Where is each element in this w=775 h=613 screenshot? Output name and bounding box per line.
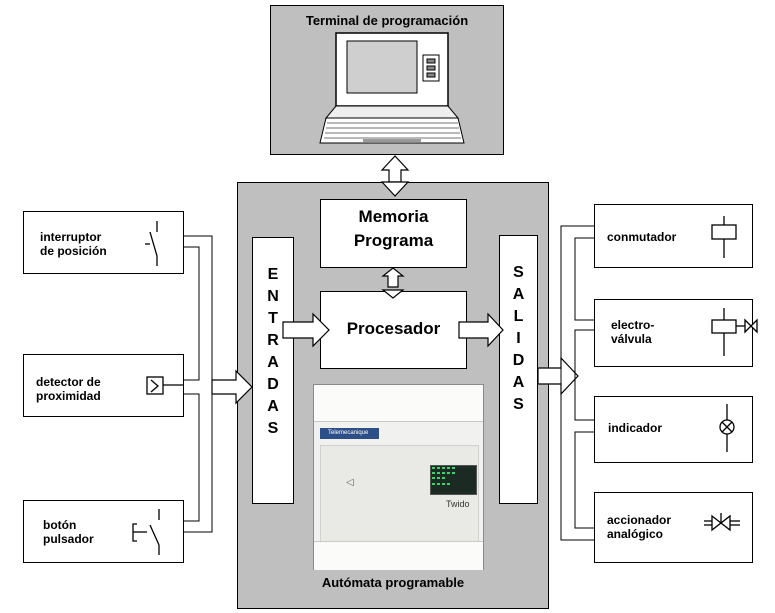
inputs-to-processor-arrow xyxy=(282,312,330,348)
memory-processor-double-arrow xyxy=(381,267,405,299)
inputs-label: E N T R A D A S xyxy=(267,266,279,437)
device-led-dots xyxy=(432,467,455,485)
output-connectors xyxy=(560,225,594,541)
push-button-symbol xyxy=(132,509,160,555)
device-led-panel xyxy=(430,465,477,495)
device-brand: Telemecanique xyxy=(328,430,369,436)
plc-title: Autómata programable xyxy=(321,575,465,590)
output-label-2-line1: electro- xyxy=(611,318,655,332)
input-label-1-line2: de posición xyxy=(40,244,107,258)
input-label-2-line1: detector de xyxy=(36,375,101,389)
output-label-1-line1: conmutador xyxy=(607,230,677,244)
outputs-bar xyxy=(499,235,538,504)
input-box-proximity-detector xyxy=(23,354,184,417)
memory-box xyxy=(320,199,467,268)
input-label-1-line1: interruptor xyxy=(40,230,102,244)
input-label-3-line1: botón xyxy=(43,518,77,532)
indicator-lamp-symbol xyxy=(719,404,735,452)
laptop-icon xyxy=(319,32,465,144)
output-label-4-line1: accionador xyxy=(607,513,672,527)
inputs-bar xyxy=(252,237,294,504)
proximity-sensor-symbol xyxy=(146,376,184,395)
input-connectors xyxy=(184,235,213,533)
plc-device-image: Telemecanique Twido ◁ xyxy=(313,384,484,570)
input-box-push-button xyxy=(23,500,184,563)
device-model: Twido xyxy=(446,499,470,509)
processor-label: Procesador xyxy=(346,319,441,338)
switch-coil-symbol xyxy=(711,216,737,258)
device-top-vent xyxy=(314,385,483,422)
processor-to-outputs-arrow xyxy=(458,312,504,348)
outputs-label: S A L I D A S xyxy=(512,264,525,413)
output-label-3-line1: indicador xyxy=(608,421,663,435)
outputs-bus-arrow xyxy=(537,356,579,396)
device-bottom-vent xyxy=(314,541,483,570)
device-brand-strip xyxy=(320,428,379,439)
memory-label-line2: Programa xyxy=(353,231,434,250)
processor-box xyxy=(320,291,467,369)
input-label-3-line2: pulsador xyxy=(43,532,94,546)
memory-label-line1: Memoria xyxy=(358,207,429,226)
analog-actuator-symbol xyxy=(704,513,740,532)
output-label-2-line2: válvula xyxy=(611,332,652,346)
terminal-title: Terminal de programación xyxy=(305,13,469,28)
position-switch-symbol xyxy=(145,221,158,266)
input-label-2-line2: proximidad xyxy=(36,389,101,403)
device-latch: ◁ xyxy=(346,477,354,488)
inputs-bus-arrow xyxy=(211,369,253,405)
terminal-plc-double-arrow xyxy=(380,155,410,197)
output-label-4-line2: analógico xyxy=(607,527,664,541)
solenoid-valve-symbol xyxy=(711,308,758,356)
